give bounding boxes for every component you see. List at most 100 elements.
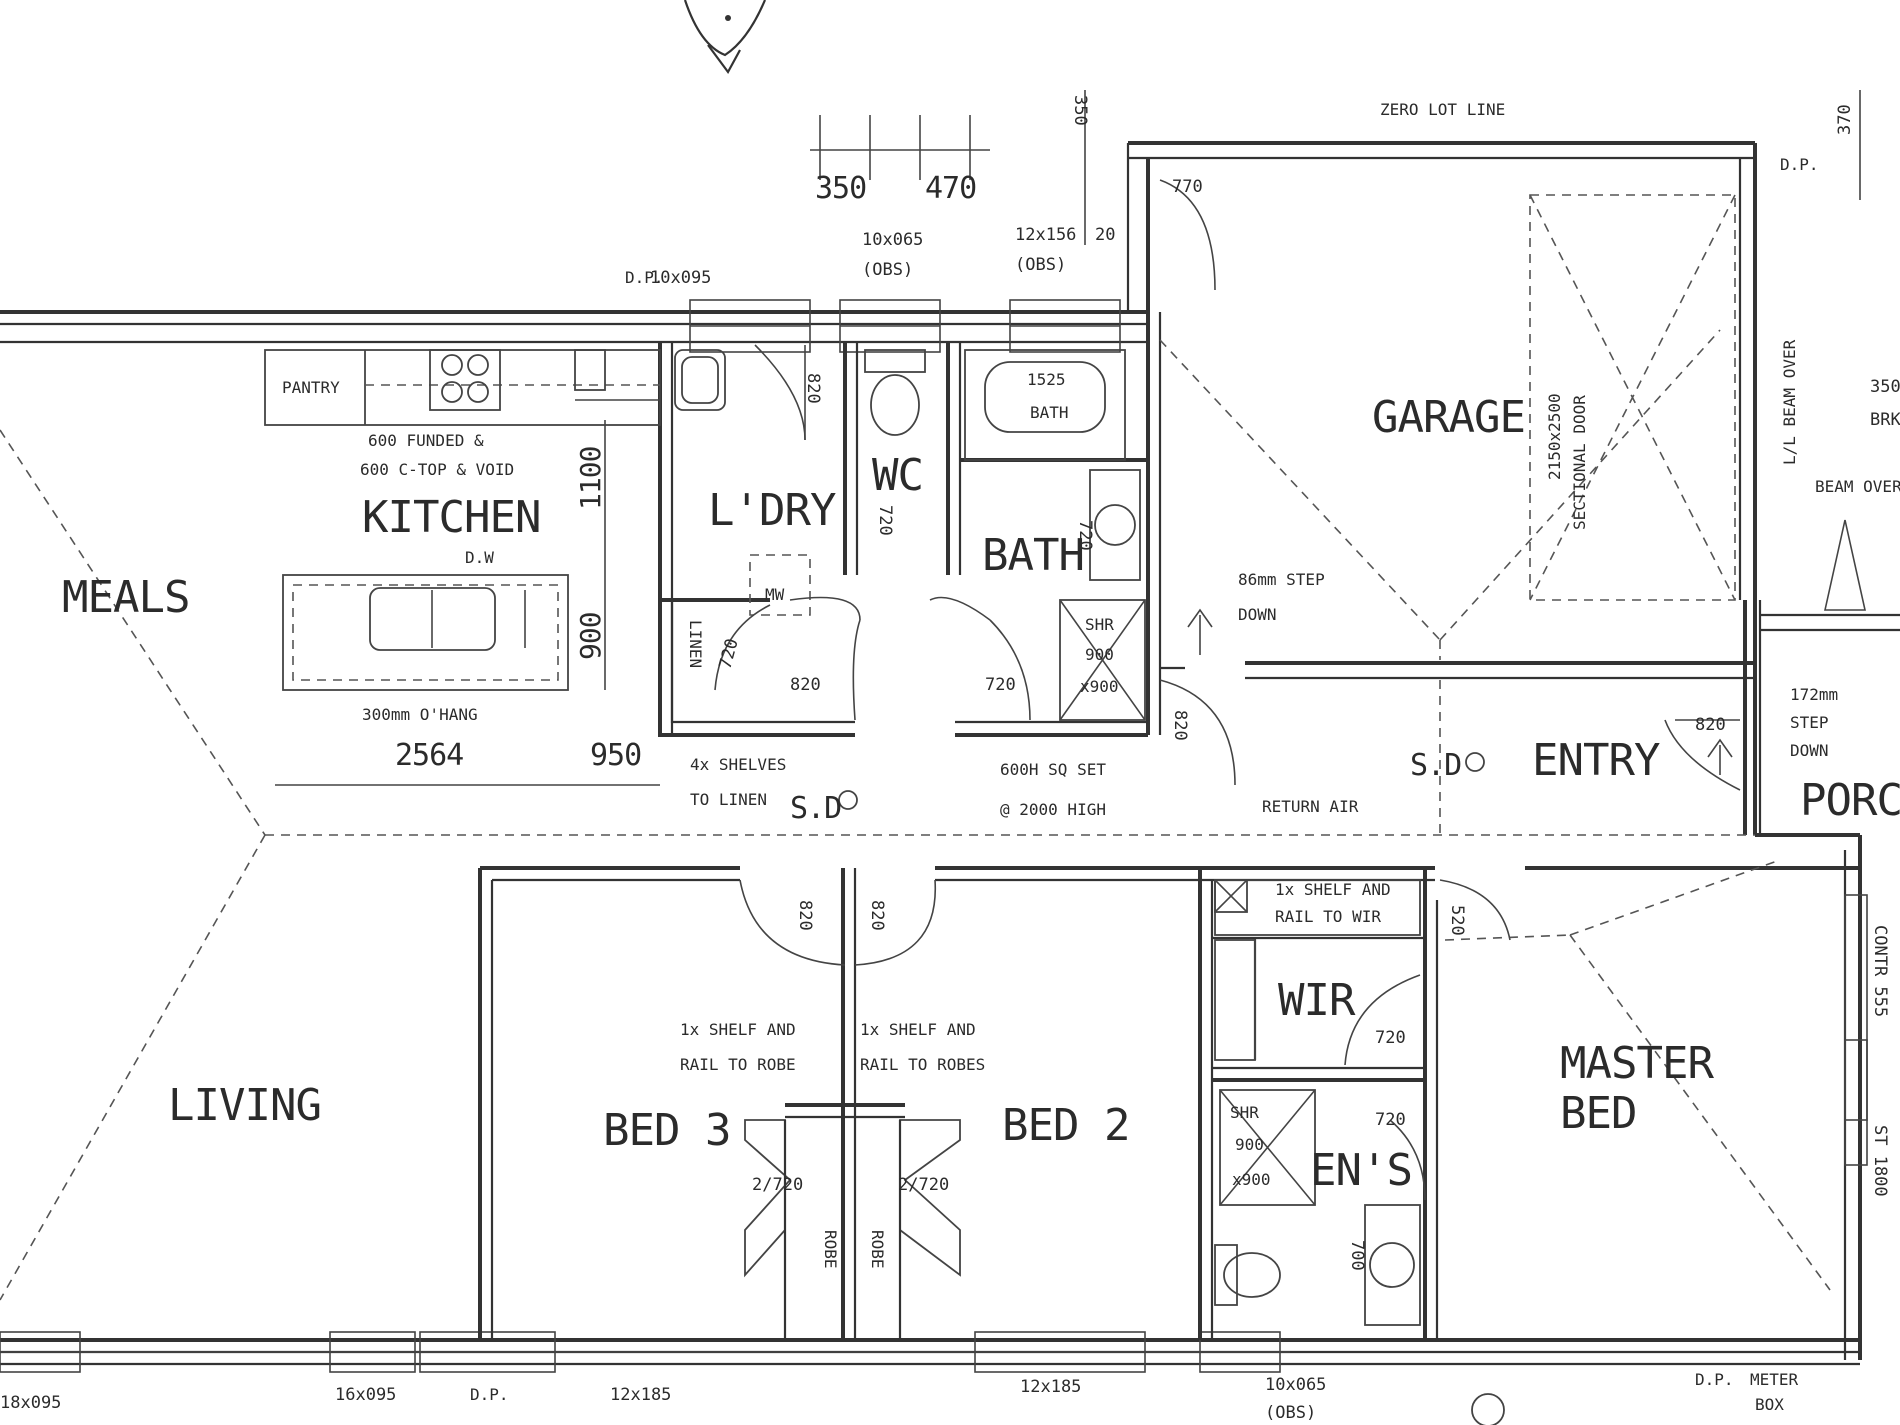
note-sd-left: S.D bbox=[790, 791, 841, 826]
right-windows bbox=[1844, 894, 1868, 1166]
dim-720-ldry: 720 bbox=[716, 636, 743, 671]
dim-470-top: 470 bbox=[925, 171, 976, 206]
dim-520-master: 520 bbox=[1447, 905, 1467, 936]
note-beam-over: L/L BEAM OVER bbox=[1780, 339, 1799, 465]
window-bottom-4: 12x185 bbox=[1020, 1377, 1081, 1397]
room-label-master-bed-1: MASTER bbox=[1560, 1038, 1714, 1089]
top-windows bbox=[689, 299, 1121, 353]
window-bottom-3: 12x185 bbox=[610, 1385, 671, 1405]
smoke-detector-icon bbox=[838, 752, 1505, 1425]
step-arrow-icon bbox=[1187, 519, 1866, 775]
note-beam-over-2: BEAM OVER bbox=[1815, 477, 1900, 496]
dim-900: 900 bbox=[574, 612, 607, 660]
dim-820-garage: 820 bbox=[1170, 710, 1190, 741]
note-shr-ens-size: 900 bbox=[1235, 1135, 1264, 1154]
window-bottom-2: 16x095 bbox=[335, 1385, 396, 1405]
dim-350-vert: 350 bbox=[1070, 95, 1090, 126]
dim-820-ldry-door: 820 bbox=[790, 675, 821, 695]
window-bottom-5b: (OBS) bbox=[1265, 1403, 1316, 1423]
note-dw: D.W bbox=[465, 548, 494, 567]
note-meter-box-2: BOX bbox=[1755, 1395, 1784, 1414]
room-label-wir: WIR bbox=[1278, 975, 1356, 1026]
note-shr-bath: SHR bbox=[1085, 615, 1114, 634]
note-step-down-right-1: 172mm bbox=[1790, 685, 1838, 704]
right-cut-1: CONTR 555 bbox=[1870, 925, 1890, 1017]
note-robe-left: ROBE bbox=[821, 1230, 840, 1269]
door-swings bbox=[714, 179, 1741, 1201]
note-shelves-2: TO LINEN bbox=[690, 790, 767, 809]
note-linen: LINEN bbox=[686, 620, 705, 668]
note-step-down-right-2: STEP bbox=[1790, 713, 1829, 732]
room-label-bed2: BED 2 bbox=[1002, 1100, 1129, 1151]
dim-820-bed2: 820 bbox=[867, 900, 887, 931]
room-label-bath: BATH bbox=[982, 530, 1084, 581]
note-pantry: PANTRY bbox=[282, 378, 340, 397]
window-bottom-5: 10x065 bbox=[1265, 1375, 1326, 1395]
room-label-bed3: BED 3 bbox=[603, 1105, 730, 1156]
note-shelves-1: 4x SHELVES bbox=[690, 755, 786, 774]
window-bottom-1: 18x095 bbox=[0, 1393, 61, 1413]
window-top-1: 10x095 bbox=[650, 268, 711, 288]
dim-820-porch: 820 bbox=[1695, 715, 1726, 735]
note-bench-2: 600 C-TOP & VOID bbox=[360, 460, 514, 479]
ceiling-lines bbox=[0, 194, 1831, 1301]
dimension-lines bbox=[275, 90, 1861, 786]
north-arrow-icon bbox=[683, 0, 767, 75]
note-overhang: 300mm O'HANG bbox=[362, 705, 478, 724]
dim-370: 370 bbox=[1835, 104, 1855, 135]
window-right-1: 350 bbox=[1870, 377, 1900, 397]
room-label-kitchen: KITCHEN bbox=[362, 492, 540, 543]
dim-720-wir: 720 bbox=[1375, 1028, 1406, 1048]
dim-720-wc: 720 bbox=[875, 505, 895, 536]
note-bath-tub: BATH bbox=[1030, 403, 1069, 422]
room-label-laundry: L'DRY bbox=[708, 485, 836, 536]
bottom-windows bbox=[0, 1331, 1290, 1373]
note-bath-dimension: 1525 bbox=[1027, 370, 1066, 389]
dim-20: 20 bbox=[1095, 225, 1115, 245]
room-label-master-bed-2: BED bbox=[1560, 1088, 1636, 1139]
note-sectional-door: SECTIONAL DOOR bbox=[1570, 395, 1589, 530]
note-robe-shelf-3: 1x SHELF AND bbox=[860, 1020, 976, 1039]
note-wir-shelf-1: 1x SHELF AND bbox=[1275, 880, 1391, 899]
note-robe-right: ROBE bbox=[868, 1230, 887, 1269]
note-robe-shelf-2: RAIL TO ROBE bbox=[680, 1055, 796, 1074]
window-top-3: 12x156 bbox=[1015, 225, 1076, 245]
kitchen-fixtures bbox=[264, 349, 811, 691]
dim-350-top: 350 bbox=[815, 171, 866, 206]
note-dp-bottom-right: D.P. bbox=[1695, 1370, 1734, 1389]
dim-720-ens: 720 bbox=[1375, 1110, 1406, 1130]
right-cut-2: ST 1800 bbox=[1870, 1125, 1890, 1197]
window-top-2: 10x065 bbox=[862, 230, 923, 250]
room-label-meals: MEALS bbox=[62, 572, 189, 623]
note-shr-ens: SHR bbox=[1230, 1103, 1259, 1122]
dim-770: 770 bbox=[1172, 177, 1203, 197]
room-label-porch: PORCH bbox=[1800, 775, 1900, 826]
note-step-down-left-1: 86mm STEP bbox=[1238, 570, 1325, 589]
room-label-entry: ENTRY bbox=[1532, 735, 1660, 786]
note-shr-bath-size: 900 bbox=[1085, 645, 1114, 664]
note-dp-top: D.P. bbox=[625, 268, 664, 287]
note-step-down-left-2: DOWN bbox=[1238, 605, 1277, 624]
note-return-air: RETURN AIR bbox=[1262, 797, 1359, 816]
window-top-2b: (OBS) bbox=[862, 260, 913, 280]
room-label-living: LIVING bbox=[168, 1080, 321, 1131]
window-right-2: BRK bbox=[1870, 410, 1900, 430]
dim-700-ens: 700 bbox=[1347, 1240, 1367, 1271]
note-sectional-size: 2150x2500 bbox=[1545, 393, 1564, 480]
note-bench-1: 600 FUNDED & bbox=[368, 431, 484, 450]
note-sd-right: S.D bbox=[1410, 748, 1461, 783]
room-label-wc: WC bbox=[872, 450, 923, 501]
room-label-ensuite: EN'S bbox=[1310, 1145, 1412, 1196]
internal-walls bbox=[478, 312, 1860, 1340]
note-access-1: 600H SQ SET bbox=[1000, 760, 1106, 779]
note-step-down-right-3: DOWN bbox=[1790, 741, 1829, 760]
dim-2720-left: 2/720 bbox=[752, 1175, 803, 1195]
room-label-garage: GARAGE bbox=[1372, 392, 1525, 443]
window-top-3b: (OBS) bbox=[1015, 255, 1066, 275]
note-robe-shelf-1: 1x SHELF AND bbox=[680, 1020, 796, 1039]
dim-820-bed3: 820 bbox=[795, 900, 815, 931]
note-shr-bath-size-2: x900 bbox=[1080, 677, 1119, 696]
dim-820-ldry: 820 bbox=[803, 373, 823, 404]
note-zero-lot-line: ZERO LOT LINE bbox=[1380, 100, 1505, 119]
